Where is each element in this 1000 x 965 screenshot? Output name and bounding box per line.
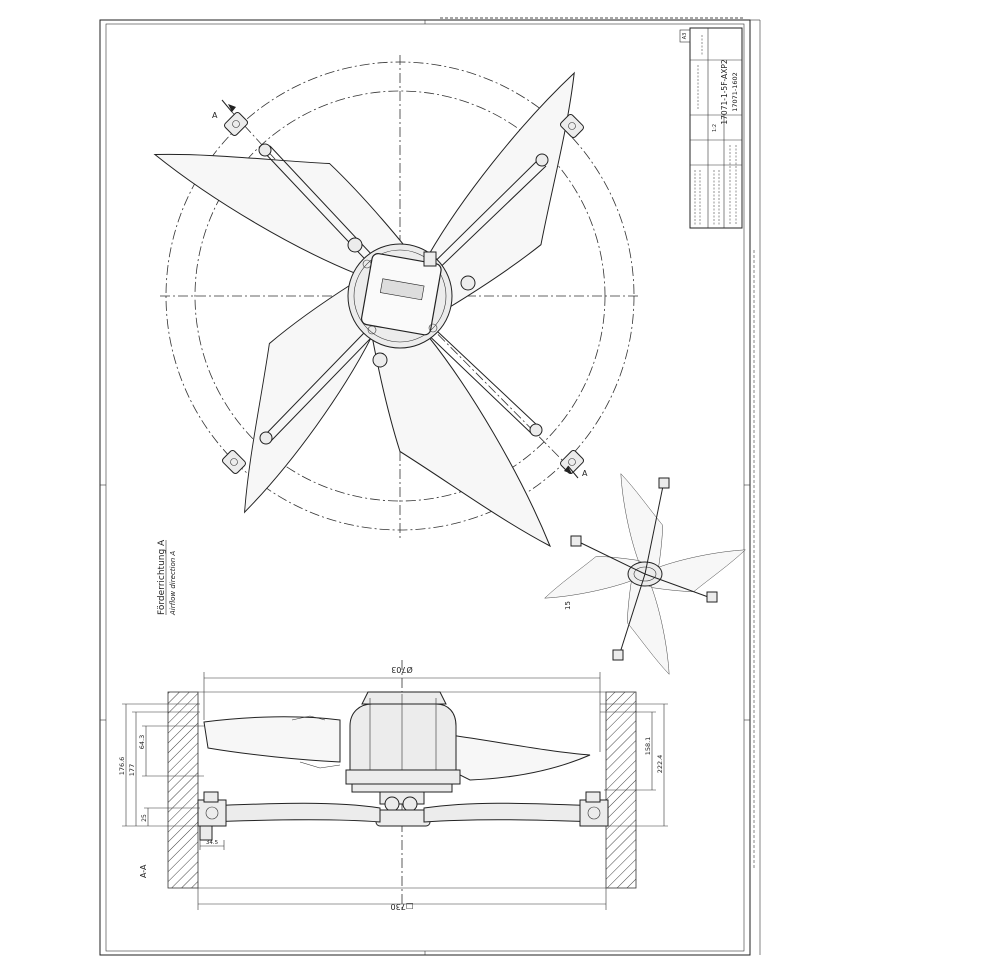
title-block: 17071-1-5F-AXP2 17071-1602 1:2 A3	[679, 27, 743, 229]
strut-base	[197, 791, 609, 841]
svg-text:158.1: 158.1	[644, 737, 652, 756]
scale-value: 1:2	[712, 124, 718, 132]
side-blade-right	[449, 734, 591, 781]
mounting-brackets	[222, 112, 584, 474]
isometric-view: 15	[544, 473, 746, 675]
dim-left-heights: 176.6 177 64.3 25	[118, 703, 204, 827]
drawing-frame	[99, 17, 761, 956]
section-marker-bottom: A	[564, 465, 588, 479]
airflow-label-de: Förderrichtung A	[157, 539, 167, 615]
section-marker-top: A	[212, 99, 236, 120]
airflow-label: Förderrichtung A Airflow direction A	[157, 539, 177, 616]
svg-text:222.4: 222.4	[656, 755, 664, 774]
svg-text:Ø703: Ø703	[391, 665, 413, 675]
side-motor-hub	[345, 691, 461, 827]
title-block-filler-lines	[694, 35, 737, 225]
svg-text:A: A	[212, 111, 218, 120]
section-view-label: A-A	[139, 864, 148, 878]
dim-foot-width: 34.5	[199, 840, 225, 850]
dim-housing-width: □730	[197, 888, 607, 911]
drawing-number: 17071-1-5F-AXP2	[720, 59, 729, 124]
iso-note: 15	[564, 601, 572, 610]
svg-text:177: 177	[128, 764, 136, 776]
svg-text:25: 25	[141, 814, 148, 822]
format-value: A3	[682, 33, 688, 40]
housing-wall-left	[167, 691, 199, 889]
dim-right-heights: 158.1 222.4	[600, 703, 668, 827]
svg-text:□730: □730	[391, 902, 414, 911]
blade-lower	[371, 335, 551, 547]
svg-text:A: A	[582, 469, 588, 478]
svg-text:64.3: 64.3	[138, 735, 146, 749]
svg-text:176.6: 176.6	[118, 757, 126, 776]
side-blade-left	[203, 716, 341, 763]
section-view-a-a: Ø703 □730 176.6 177 64.3 25	[118, 660, 668, 911]
airflow-label-en: Airflow direction A	[169, 551, 177, 616]
drawing-number-repeat: 17071-1602	[731, 72, 739, 112]
motor-hub	[347, 243, 453, 349]
svg-text:34.5: 34.5	[206, 840, 219, 846]
fan-top-view: A A	[154, 55, 640, 547]
